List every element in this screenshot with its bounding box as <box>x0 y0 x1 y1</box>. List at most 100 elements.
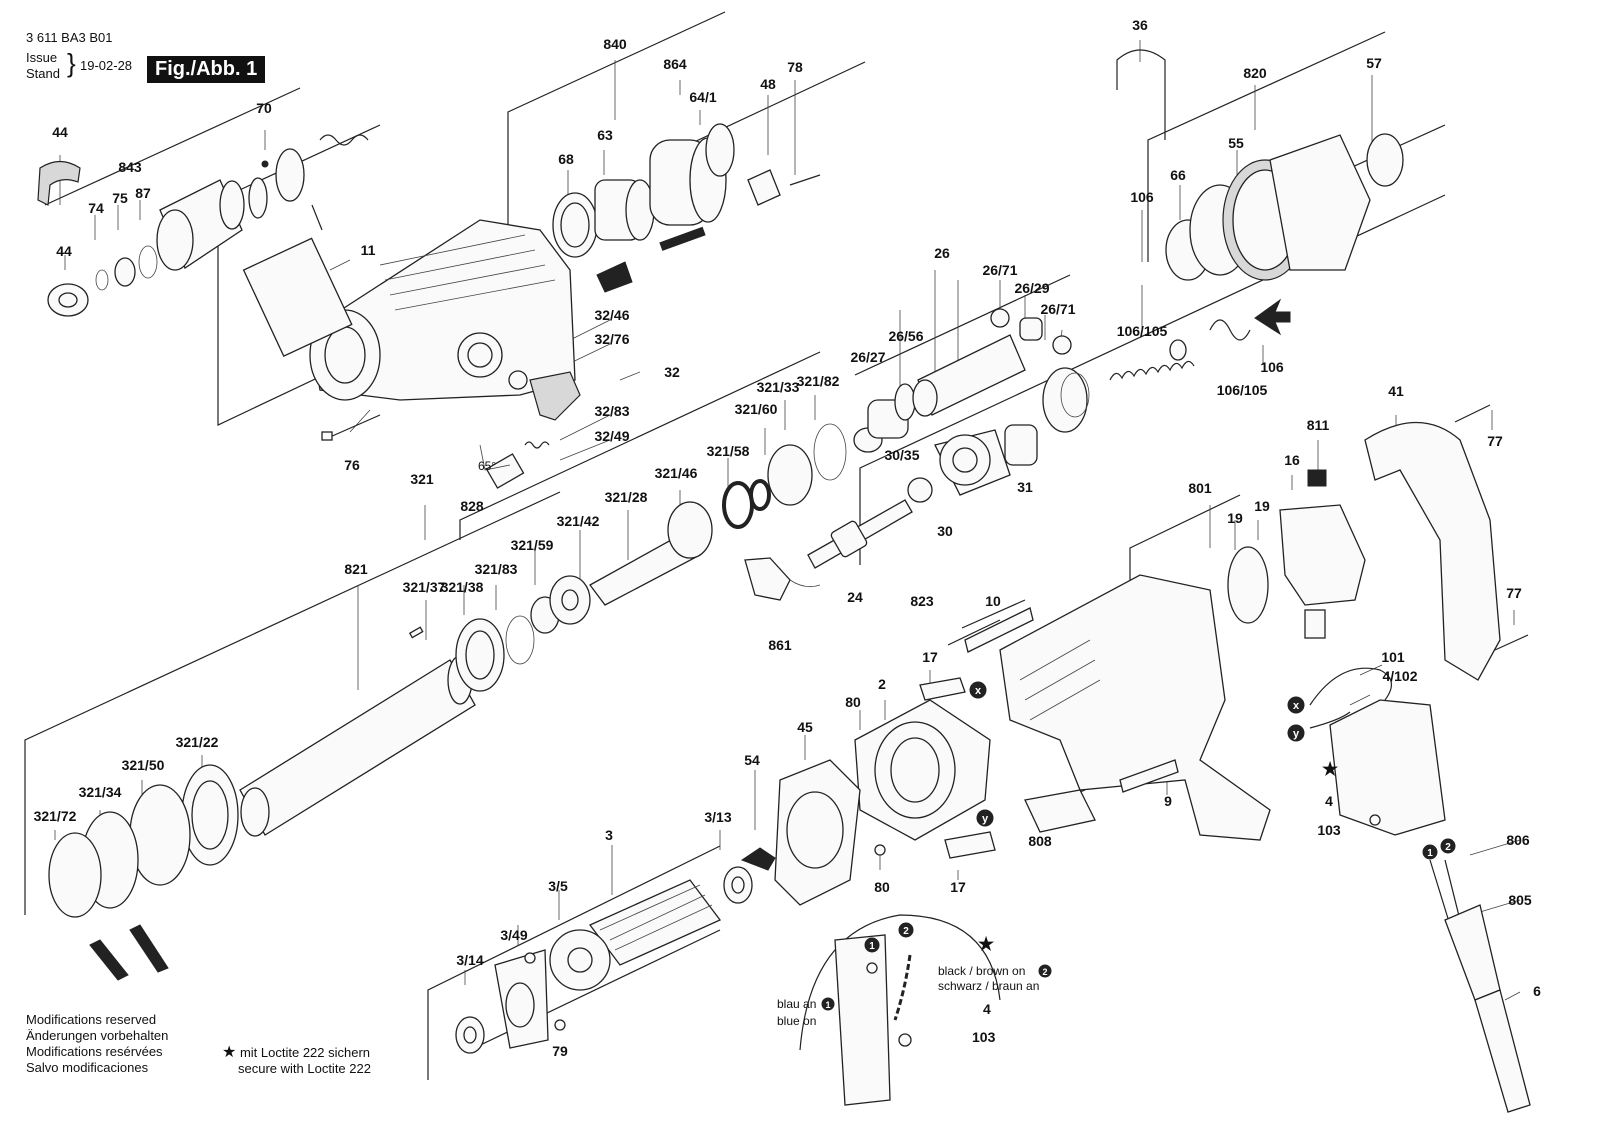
grease-mark-2 <box>129 924 169 973</box>
part-label-54: 106 <box>1260 359 1284 375</box>
modifications-line-en: Modifications reserved <box>26 1012 157 1027</box>
part-label-9: 63 <box>597 127 613 143</box>
part-label-73: 3/49 <box>500 927 527 943</box>
screw-80 <box>874 844 886 856</box>
part-label-25: 321/38 <box>441 579 484 595</box>
wire-806 <box>1429 859 1451 926</box>
part-label-12: 48 <box>760 76 776 92</box>
marker-2-label: 2 <box>1445 842 1451 853</box>
part-label-24: 321/37 <box>403 579 446 595</box>
part-label-42: 30 <box>937 523 953 539</box>
part-label-58: 811 <box>1307 417 1330 433</box>
part-label-23: 821 <box>344 561 368 577</box>
part-label-62: 801 <box>1188 480 1212 496</box>
inset-marker-2-label: 2 <box>903 926 909 937</box>
part-label-78: 808 <box>1028 833 1052 849</box>
loctite-line-en: secure with Loctite 222 <box>238 1061 371 1076</box>
clip-17-bottom <box>944 831 996 859</box>
spring-321-50 <box>129 784 191 886</box>
ring-87 <box>138 245 158 279</box>
part-label-68: 45 <box>797 719 813 735</box>
modifications-line-de: Änderungen vorbehalten <box>26 1028 169 1043</box>
doc-number: 3 611 BA3 B01 <box>26 30 113 45</box>
part-label-39: 26/56 <box>888 328 923 344</box>
part-label-45: 861 <box>768 637 792 653</box>
marker-x-label: x <box>975 685 982 697</box>
part-label-28: 321/42 <box>557 513 600 529</box>
oring-321-58 <box>722 481 754 529</box>
part-label-26: 321/83 <box>475 561 518 577</box>
part-label-29: 321/28 <box>605 489 648 505</box>
screw-79 <box>554 1019 566 1031</box>
part-label-81: 4/102 <box>1382 668 1417 684</box>
loctite-notice: ★ mit Loctite 222 sichern secure with Lo… <box>222 1045 371 1077</box>
part-label-27: 321/59 <box>511 537 554 553</box>
switch-4 <box>1329 699 1446 836</box>
wiring-notes: blau an 1 blue on black / brown on 2 sch… <box>478 459 1052 1045</box>
ball-70 <box>261 160 269 168</box>
part-label-47: 36 <box>1132 17 1148 33</box>
part-label-77: 17 <box>950 879 966 895</box>
screw-76 <box>329 414 381 438</box>
screw-103 <box>1369 814 1381 826</box>
part-label-56: 41 <box>1388 383 1404 399</box>
part-label-90: 321/72 <box>34 808 77 824</box>
part-label-13: 78 <box>787 59 803 75</box>
inset-label-103: 103 <box>972 1029 996 1045</box>
marker-x2-circle <box>1287 696 1305 714</box>
ring-57 <box>1366 133 1404 187</box>
ring-44-top <box>37 160 81 206</box>
part-label-82: 4 <box>1325 793 1333 809</box>
part-label-46: 823 <box>910 593 934 609</box>
part-label-20: 32/49 <box>594 428 629 444</box>
part-label-83: 103 <box>1317 822 1341 838</box>
cable-6 <box>1474 989 1531 1113</box>
part-label-51: 66 <box>1170 167 1186 183</box>
part-label-74: 3/14 <box>456 952 483 968</box>
part-label-55: 106/105 <box>1217 382 1268 398</box>
modifications-notice: Modifications reserved Änderungen vorbeh… <box>26 1012 168 1076</box>
part-label-76: 80 <box>874 879 890 895</box>
part-label-8: 68 <box>558 151 574 167</box>
part-label-60: 19 <box>1227 510 1243 526</box>
part-label-36: 26/71 <box>982 262 1017 278</box>
star-icon-switch: ★ <box>1322 759 1339 779</box>
bracket-48 <box>747 169 781 206</box>
part-label-37: 26/29 <box>1014 280 1049 296</box>
loctite-line-de: mit Loctite 222 sichern <box>239 1045 371 1060</box>
part-label-18: 32 <box>664 364 680 380</box>
part-label-10: 864 <box>663 56 687 72</box>
part-label-53: 106/105 <box>1117 323 1168 339</box>
modifications-line-fr: Modifications resérvées <box>26 1044 163 1059</box>
oring-321-60 <box>749 479 771 511</box>
brace: } <box>67 48 76 78</box>
part-label-84: 806 <box>1506 832 1530 848</box>
wiring-inset-circle <box>799 914 1001 1051</box>
pin-30-35 <box>907 477 933 503</box>
figure-badge: Fig./Abb. 1 <box>147 56 266 83</box>
part-label-41: 30/35 <box>884 447 919 463</box>
flange-820 <box>1269 134 1371 271</box>
part-label-57: 77 <box>1487 433 1503 449</box>
note-blau-marker: 1 <box>825 1000 830 1010</box>
part-label-79: 9 <box>1164 793 1172 809</box>
part-label-40: 26/27 <box>850 349 885 365</box>
screw-77b <box>1494 634 1529 651</box>
part-label-7: 840 <box>603 36 627 52</box>
part-label-72: 3/5 <box>548 878 568 894</box>
part-label-11: 64/1 <box>689 89 716 105</box>
marker-2-circle <box>1440 838 1456 854</box>
part-label-38: 26/71 <box>1040 301 1075 317</box>
ring-321-82 <box>813 423 847 481</box>
warning-label <box>596 261 633 293</box>
part-label-15: 76 <box>344 457 360 473</box>
part-label-85: 805 <box>1508 892 1532 908</box>
part-label-88: 321/50 <box>122 757 165 773</box>
part-label-32: 321/60 <box>735 401 778 417</box>
component-sketches <box>37 49 1531 1113</box>
star-icon-inset: ★ <box>978 934 995 954</box>
marker-x-circle <box>969 681 987 699</box>
brush-sketch <box>1304 609 1326 639</box>
